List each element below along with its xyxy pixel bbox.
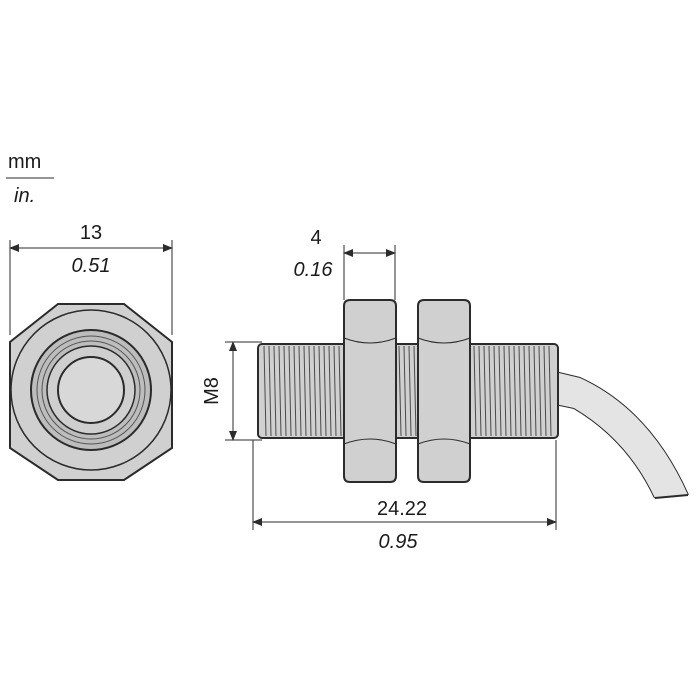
threaded-body xyxy=(257,343,559,439)
thread-line xyxy=(478,345,482,437)
nut-left xyxy=(343,299,397,483)
sensor-face xyxy=(57,356,125,424)
cable-fill xyxy=(555,372,688,498)
thread-line xyxy=(538,345,542,437)
cable-end xyxy=(654,494,689,499)
thread-line xyxy=(313,345,317,437)
length-in: 0.95 xyxy=(379,531,419,553)
units-legend: mm in. xyxy=(6,151,54,207)
nut-left-facet-bottom xyxy=(343,438,397,445)
nut-right xyxy=(417,299,471,483)
thread-line xyxy=(483,345,487,437)
thread-line xyxy=(293,345,297,437)
nut-right-facet-bottom xyxy=(417,438,471,445)
nut-left-facet-top xyxy=(343,337,397,344)
side-view: 4 0.16 M8 24.22 0.95 xyxy=(201,227,689,553)
thread-line xyxy=(523,345,527,437)
nut-width-in: 0.16 xyxy=(294,259,334,281)
nut-width-mm: 4 xyxy=(310,227,321,249)
thread-line xyxy=(548,345,552,437)
hex-chamfer-circle xyxy=(10,309,172,471)
thread-size-label: M8 xyxy=(201,377,223,405)
thread-line xyxy=(323,345,327,437)
front-width-in: 0.51 xyxy=(72,255,111,277)
thread-line xyxy=(328,345,332,437)
thread-line xyxy=(488,345,492,437)
thread-line xyxy=(543,345,547,437)
thread-line xyxy=(518,345,522,437)
thread-line xyxy=(508,345,512,437)
thread-line xyxy=(303,345,307,437)
thread-line xyxy=(473,345,477,437)
thread-line xyxy=(528,345,532,437)
thread-line xyxy=(498,345,502,437)
thread-lines xyxy=(263,345,552,437)
thread-line xyxy=(513,345,517,437)
thread-line xyxy=(533,345,537,437)
thread-line xyxy=(408,345,412,437)
nut-right-facet-top xyxy=(417,337,471,344)
thread-line xyxy=(398,345,402,437)
thread-line xyxy=(283,345,287,437)
thread-line xyxy=(288,345,292,437)
thread-line xyxy=(298,345,302,437)
length-mm: 24.22 xyxy=(377,498,427,520)
thread-line xyxy=(493,345,497,437)
thread-line xyxy=(413,345,417,437)
thread-ring-2 xyxy=(41,340,141,440)
thread-line xyxy=(308,345,312,437)
thread-ring-1 xyxy=(36,335,146,445)
nut-right-outline xyxy=(417,299,471,483)
cable-bottom-edge xyxy=(554,403,656,499)
thread-line xyxy=(338,345,342,437)
thread-line xyxy=(403,345,407,437)
thread-line xyxy=(268,345,272,437)
nut-left-outline xyxy=(343,299,397,483)
front-view: 13 0.51 xyxy=(9,222,173,481)
thread-line xyxy=(273,345,277,437)
thread-line xyxy=(333,345,337,437)
thread-line xyxy=(318,345,322,437)
unit-mm-label: mm xyxy=(8,151,41,173)
thread-line xyxy=(503,345,507,437)
unit-in-label: in. xyxy=(14,185,35,207)
thread-line xyxy=(263,345,267,437)
front-width-mm: 13 xyxy=(80,222,102,244)
thread-line xyxy=(278,345,282,437)
